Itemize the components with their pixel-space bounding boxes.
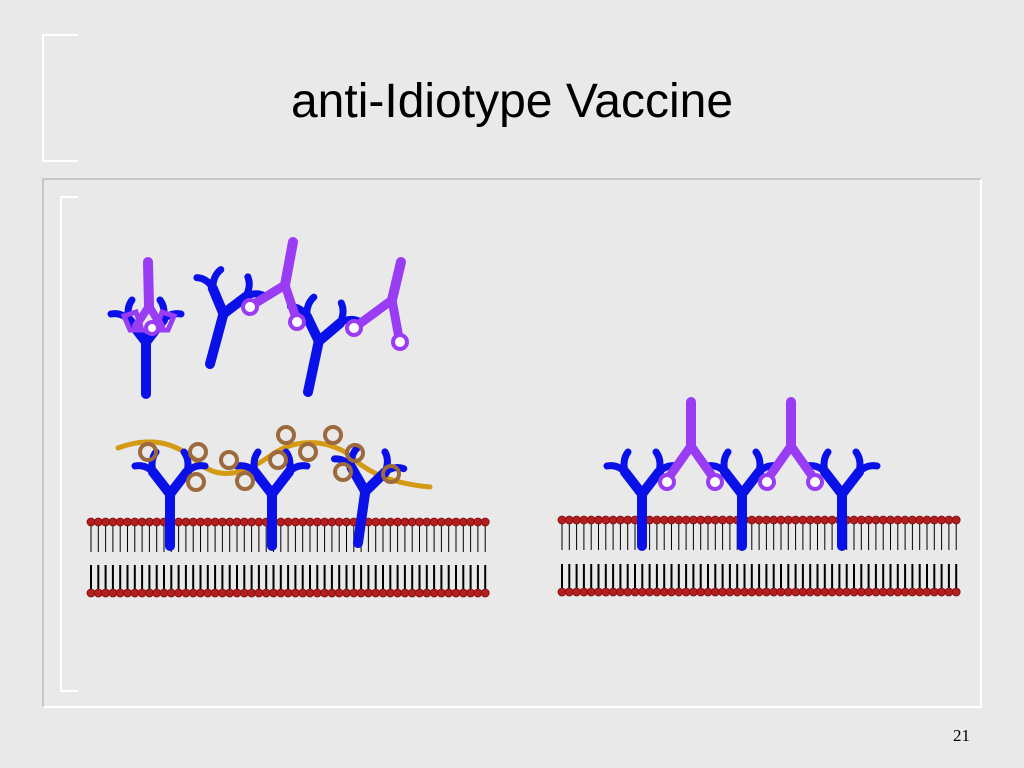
cell-membrane-right <box>557 515 961 597</box>
anti-idiotype-antibody-icon <box>660 402 722 489</box>
antigen-icon <box>186 472 206 492</box>
content-placeholder-bracket <box>60 196 78 692</box>
content-frame <box>42 178 982 708</box>
bound-anti-idiotype-antibodies <box>660 402 822 489</box>
antibody-icon <box>323 445 405 548</box>
antigen-icon <box>381 464 401 484</box>
antigen-rings <box>138 425 401 492</box>
cell-membrane-left <box>86 517 490 598</box>
anti-idiotype-antibody-icon <box>241 237 306 331</box>
slide-title: anti-Idiotype Vaccine <box>290 75 734 128</box>
anti-idiotype-antibody-icon <box>760 402 822 489</box>
antigen-icon <box>345 443 365 463</box>
antigen-icon <box>298 442 318 462</box>
antigen-icon <box>235 471 255 491</box>
membrane-antibodies-right <box>607 452 877 546</box>
free-anti-idiotype-antibodies <box>120 237 409 351</box>
antigen-icon <box>219 450 239 470</box>
antibody-icon <box>135 452 205 546</box>
antigen-icon <box>333 462 353 482</box>
anti-idiotype-antibody-icon <box>120 257 178 336</box>
antibody-icon <box>607 452 677 546</box>
title-placeholder-bracket <box>42 34 78 162</box>
antigen-icon <box>276 425 296 445</box>
cell-membrane-icon <box>557 515 961 597</box>
cell-membrane-icon <box>86 517 490 598</box>
antigen-icon <box>323 425 343 445</box>
antigen-icon <box>138 442 158 462</box>
slide-number: 21 <box>953 726 970 745</box>
antibody-icon <box>274 293 362 399</box>
antibody-icon <box>176 264 268 373</box>
anti-idiotype-antibody-icon <box>345 257 409 351</box>
antigen-icon <box>268 450 288 470</box>
antigen-icon <box>188 442 208 462</box>
